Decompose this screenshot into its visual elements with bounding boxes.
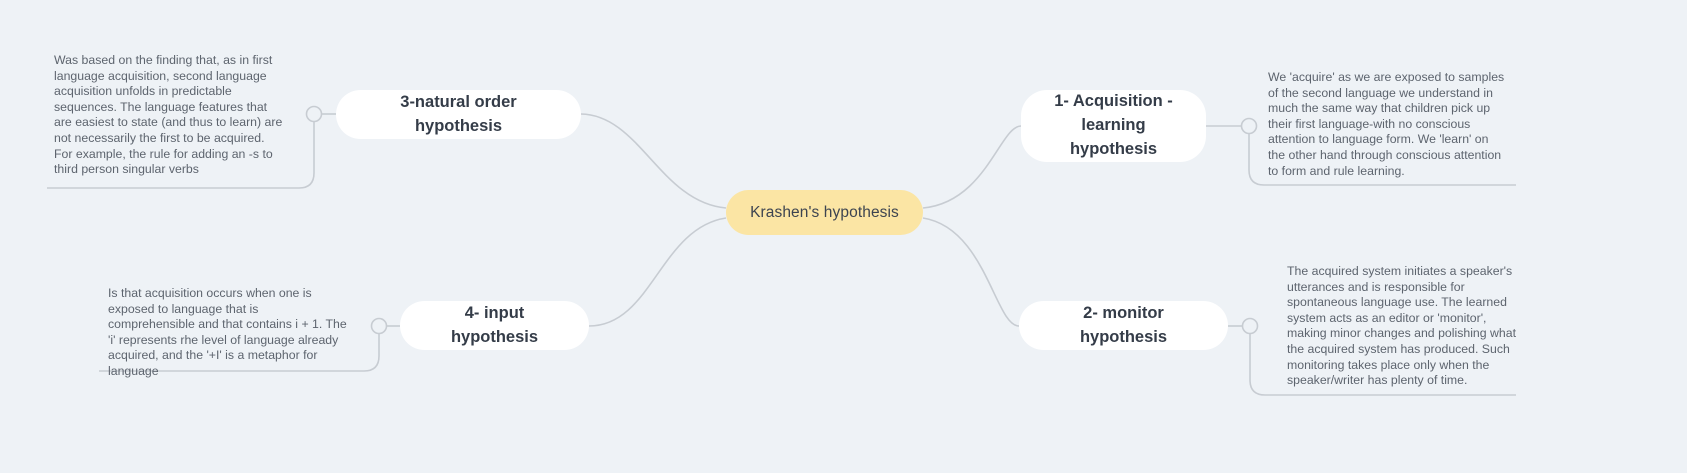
branch-node-label: 3-natural order hypothesis — [400, 92, 517, 135]
note-input: Is that acquisition occurs when one is e… — [108, 286, 347, 379]
connector-circle-node-1 — [1240, 117, 1258, 135]
central-node[interactable]: Krashen's hypothesis — [726, 190, 923, 235]
connector-circle-node-2 — [1241, 317, 1259, 335]
edge-center-to-node-3 — [580, 113, 727, 209]
note-natural-order: Was based on the finding that, as in fir… — [54, 53, 283, 177]
branch-node-monitor[interactable]: 2- monitor hypothesis — [1019, 301, 1228, 350]
branch-node-label: 1- Acquisition - learning hypothesis — [1041, 90, 1186, 162]
branch-node-label-line2: learning hypothesis — [1069, 116, 1158, 158]
edge-center-to-node-1 — [922, 125, 1022, 209]
edge-center-to-node-2 — [922, 217, 1020, 327]
connector-circle-node-4 — [370, 317, 388, 335]
branch-node-label: 4- input hypothesis — [450, 303, 539, 346]
note-monitor: The acquired system initiates a speaker'… — [1287, 264, 1516, 388]
branch-node-natural-order[interactable]: 3-natural order hypothesis — [336, 90, 581, 139]
branch-node-label-line1: 1- Acquisition - — [1054, 92, 1173, 111]
central-node-label: Krashen's hypothesis — [750, 203, 899, 221]
branch-node-label: 2- monitor hypothesis — [1079, 303, 1168, 346]
connector-circle-node-3 — [305, 105, 323, 123]
branch-node-input[interactable]: 4- input hypothesis — [400, 301, 589, 350]
edge-center-to-node-4 — [588, 217, 727, 327]
branch-node-acquisition-learning[interactable]: 1- Acquisition - learning hypothesis — [1021, 90, 1206, 162]
note-acquisition-learning: We 'acquire' as we are exposed to sample… — [1268, 70, 1505, 178]
